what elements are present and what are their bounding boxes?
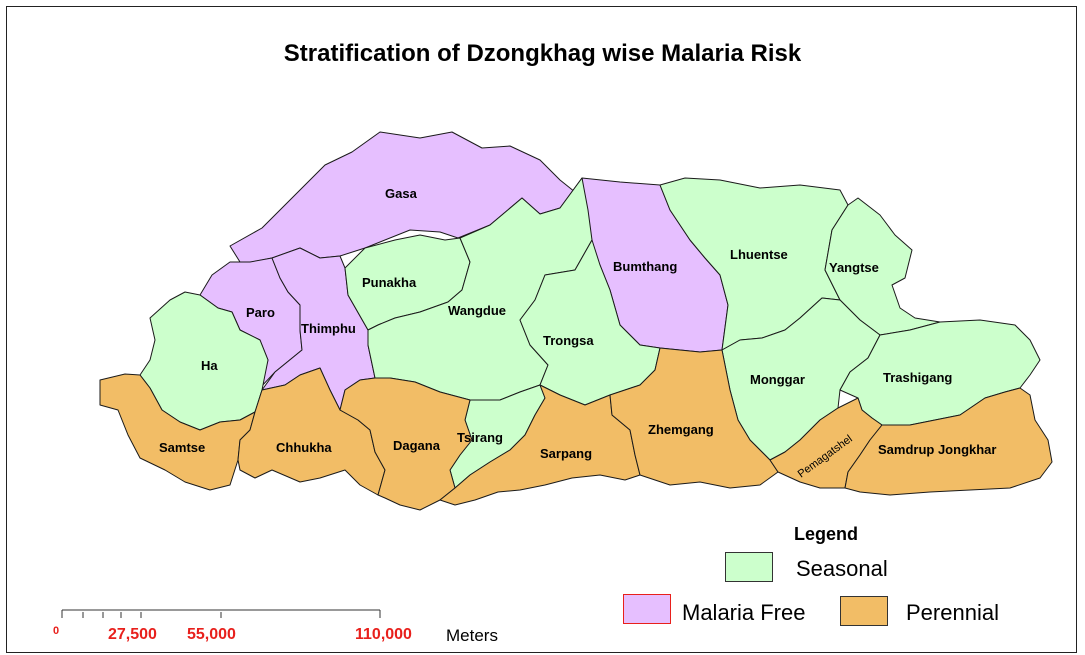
scale-bar xyxy=(61,609,381,618)
label-ha: Ha xyxy=(201,358,218,373)
scale-unit: Meters xyxy=(446,626,498,645)
district-dagana[interactable] xyxy=(339,377,473,511)
label-trongsa: Trongsa xyxy=(543,333,594,348)
label-lhuentse: Lhuentse xyxy=(730,247,788,262)
label-dagana: Dagana xyxy=(393,438,441,453)
legend-swatch-perennial xyxy=(840,596,888,626)
district-samdrup-jongkhar[interactable] xyxy=(844,387,1053,496)
label-tsirang: Tsirang xyxy=(457,430,503,445)
label-monggar: Monggar xyxy=(750,372,805,387)
scale-label-110000: 110,000 xyxy=(355,626,412,643)
district-yangtse[interactable] xyxy=(824,197,941,336)
legend-swatch-seasonal xyxy=(725,552,773,582)
label-yangtse: Yangtse xyxy=(829,260,879,275)
legend-label-seasonal: Seasonal xyxy=(796,556,888,581)
label-paro: Paro xyxy=(246,305,275,320)
label-gasa: Gasa xyxy=(385,186,418,201)
label-trashigang: Trashigang xyxy=(883,370,952,385)
label-samtse: Samtse xyxy=(159,440,205,455)
map-title: Stratification of Dzongkhag wise Malaria… xyxy=(283,40,802,67)
label-bumthang: Bumthang xyxy=(613,259,677,274)
legend-title: Legend xyxy=(794,524,859,544)
label-thimphu: Thimphu xyxy=(301,321,356,336)
label-chhukha: Chhukha xyxy=(276,440,332,455)
label-zhemgang: Zhemgang xyxy=(648,422,714,437)
label-wangdue: Wangdue xyxy=(448,303,506,318)
legend-label-perennial: Perennial xyxy=(906,600,999,625)
scale-label-0: 0 xyxy=(53,625,60,637)
scale-label-55000: 55,000 xyxy=(187,626,236,643)
label-punakha: Punakha xyxy=(362,275,417,290)
legend-swatch-malaria-free xyxy=(623,594,671,624)
legend-label-malaria-free: Malaria Free xyxy=(682,600,806,625)
label-sarpang: Sarpang xyxy=(540,446,592,461)
scale-label-27500: 27,500 xyxy=(108,626,157,643)
label-samdrup-jongkhar: Samdrup Jongkhar xyxy=(878,442,996,457)
